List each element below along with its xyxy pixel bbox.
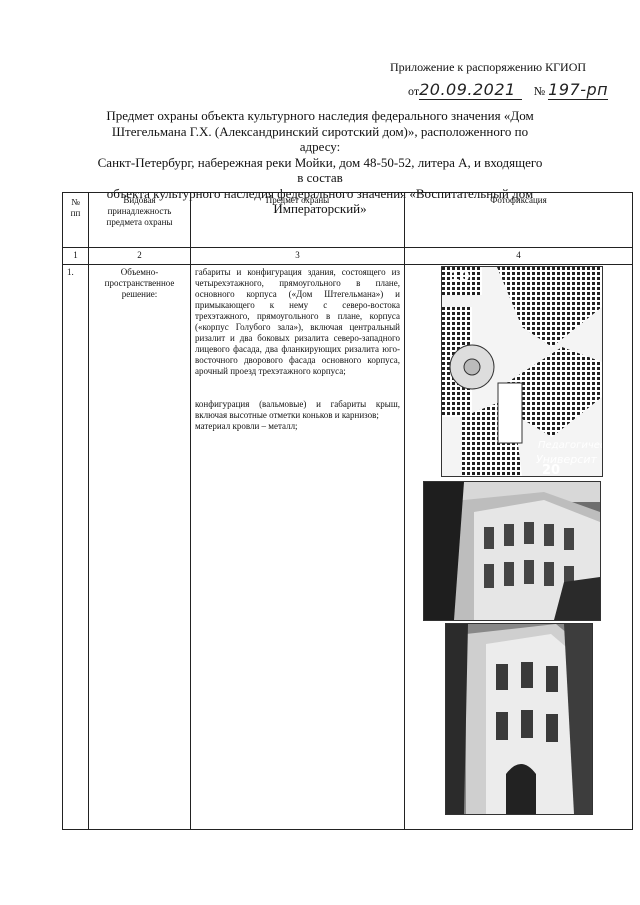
table-row: 1. Объемно-пространственное решение: габ… [62,264,633,830]
col-header-type: Видовая принадлежность предмета охраны [88,192,191,248]
column-number: 1 [62,247,89,265]
row-subject: габариты и конфигурация здания, состояще… [190,264,405,830]
col-header-number: № пп [62,192,89,248]
date-prefix: от [408,84,420,98]
plan-label: 10 [450,269,470,285]
protection-table: № пп Видовая принадлежность предмета охр… [62,192,633,830]
table-header-row: № пп Видовая принадлежность предмета охр… [62,192,633,248]
row-photos: 10 3 Педагогичес Университ 20 [404,264,633,830]
column-number: 3 [190,247,405,265]
column-number-row: 1 2 3 4 [62,247,633,265]
facade-photo-1 [423,481,601,621]
column-number: 2 [88,247,191,265]
col-header-subject: Предмет охраны [190,192,405,248]
title-line: Штегельмана Г.Х. (Александринский сиротс… [111,123,529,155]
facade-photo-2 [445,623,593,815]
order-number: 197-рп [548,80,609,99]
subject-paragraph: габариты и конфигурация здания, состояще… [195,267,400,376]
row-type: Объемно-пространственное решение: [88,264,191,830]
title-line: Санкт-Петербург, набережная реки Мойки, … [97,154,543,186]
number-prefix: № [533,84,546,98]
col-header-photo: Фотофиксация [404,192,633,248]
row-number: 1. [62,264,89,830]
order-date: 20.09.2021 [419,80,516,99]
plan-label: 20 [542,463,560,476]
plan-label: Университ [536,453,597,466]
subject-paragraph: конфигурация (вальмовые) и габариты крыш… [195,399,400,420]
order-date-number: от20.09.2021 № 197-рп [408,80,633,102]
appendix-note: Приложение к распоряжению КГИОП [390,60,587,74]
column-number: 4 [404,247,633,265]
plan-label: Педагогичес [538,440,602,451]
site-plan-image: 10 3 Педагогичес Университ 20 [441,266,603,477]
subject-paragraph: материал кровли – металл; [195,421,298,431]
title-line: Предмет охраны объекта культурного насле… [106,108,534,123]
plan-label: 3 [502,383,515,404]
